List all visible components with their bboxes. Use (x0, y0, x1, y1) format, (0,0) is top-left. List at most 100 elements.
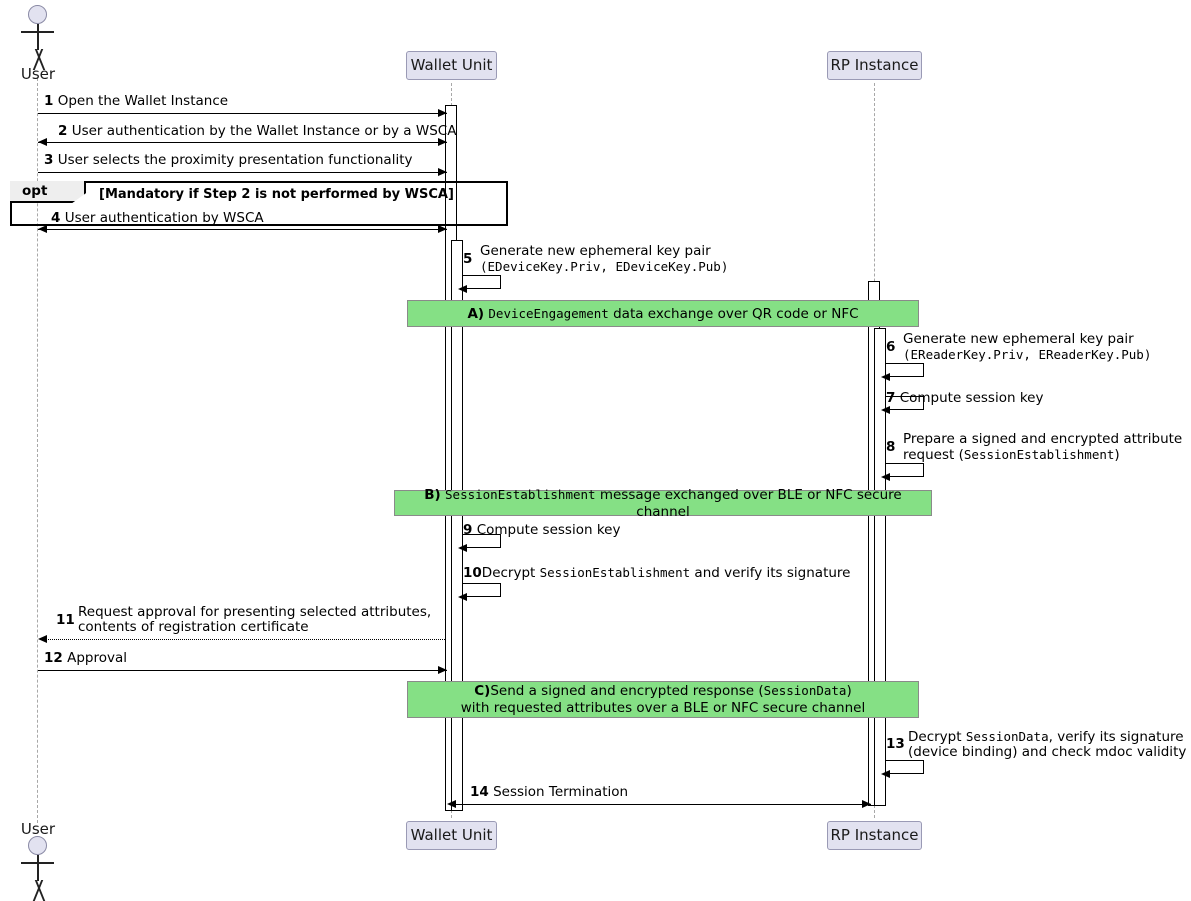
message-13-label: 13 Decrypt SessionData, verify its signa… (886, 729, 1186, 760)
message-8-self-loop (886, 463, 924, 477)
message-2-arrowhead-right (438, 138, 447, 146)
note-c-mono-term: SessionData (763, 683, 847, 698)
activation-rp-inner (874, 328, 886, 806)
message-12-number: 12 (44, 650, 63, 666)
message-5-self-loop (463, 275, 501, 289)
message-12-label: 12 Approval (44, 651, 127, 666)
message-4-label: 4 User authentication by WSCA (51, 211, 264, 226)
message-12-text: Approval (67, 650, 127, 666)
message-13-number: 13 (886, 736, 905, 752)
message-5-arrowhead (458, 285, 467, 293)
message-9-number: 9 (463, 522, 473, 538)
message-6-number: 6 (886, 339, 896, 355)
message-14-label: 14 Session Termination (470, 785, 628, 800)
message-7-number: 7 (886, 390, 896, 406)
message-1-label: 1 Open the Wallet Instance (44, 94, 228, 109)
message-3-number: 3 (44, 152, 54, 168)
actor-head-icon (28, 836, 47, 855)
message-3-label: 3 User selects the proximity presentatio… (44, 153, 412, 168)
participant-rp-top[interactable]: RP Instance (827, 51, 922, 80)
message-2-label: 2 User authentication by the Wallet Inst… (58, 124, 456, 139)
message-8-text-line1: Prepare a signed and encrypted attribute (903, 431, 1183, 447)
actor-label-user-bottom: User (20, 820, 56, 838)
message-8-text-line2b: ) (1114, 447, 1120, 463)
message-6-text-line2: (EReaderKey.Priv, EReaderKey.Pub) (903, 347, 1152, 362)
message-14-arrowhead-left (447, 800, 456, 808)
note-a-marker: A) (467, 305, 485, 322)
message-13-text-line2: (device binding) and check mdoc validity (908, 744, 1187, 760)
message-13-mono-term: SessionData (965, 729, 1049, 744)
actor-label-user-top: User (20, 65, 56, 83)
actor-body-icon (37, 24, 39, 50)
message-2-text: User authentication by the Wallet Instan… (71, 123, 457, 139)
message-14-text: Session Termination (493, 784, 629, 800)
message-4-number: 4 (51, 210, 61, 226)
message-3-arrowhead (438, 168, 447, 176)
note-b-session-establishment: B) SessionEstablishment message exchange… (394, 486, 932, 520)
note-b-mono-term: SessionEstablishment (445, 486, 596, 502)
note-b-rest: message exchanged over BLE or NFC secure… (595, 486, 902, 520)
message-2-arrowhead-left (38, 138, 47, 146)
note-c-line1-b: ) (846, 683, 852, 699)
fragment-opt (10, 181, 508, 226)
message-1-arrowhead (438, 109, 447, 117)
participant-label-wallet-bottom: Wallet Unit (410, 826, 493, 844)
participant-rp-bottom[interactable]: RP Instance (827, 821, 922, 850)
message-9-arrowhead (458, 544, 467, 552)
note-a-rest: data exchange over QR code or NFC (608, 305, 859, 322)
message-5-number: 5 (463, 251, 473, 267)
message-10-mono-term: SessionEstablishment (539, 565, 691, 580)
message-5-label: 5 Generate new ephemeral key pair (EDevi… (463, 243, 729, 275)
message-4-text: User authentication by WSCA (64, 210, 264, 226)
note-a-mono-term: DeviceEngagement (488, 305, 609, 321)
message-7-self-loop (886, 396, 924, 410)
message-14-arrowhead-right (862, 800, 871, 808)
note-c-line2: with requested attributes over a BLE or … (460, 700, 866, 716)
message-13-text-a: Decrypt (908, 729, 966, 745)
fragment-opt-kind: opt (22, 183, 48, 199)
note-c-marker: C) (474, 683, 491, 699)
message-1-number: 1 (44, 93, 54, 109)
message-10-text-b: and verify its signature (690, 565, 851, 581)
message-1-line (38, 113, 447, 114)
message-4-arrowhead-right (438, 225, 447, 233)
message-5-text-line2: (EDeviceKey.Priv, EDeviceKey.Pub) (480, 259, 729, 274)
message-10-number: 10 (463, 565, 482, 581)
message-11-label: 11 Request approval for presenting selec… (56, 605, 431, 635)
message-11-line (44, 639, 445, 640)
message-6-text-line1: Generate new ephemeral key pair (903, 331, 1134, 347)
note-a-device-engagement: A) DeviceEngagement data exchange over Q… (407, 300, 919, 327)
actor-arms-icon (21, 862, 54, 864)
message-8-number: 8 (886, 439, 896, 455)
participant-wallet-top[interactable]: Wallet Unit (406, 51, 497, 80)
note-c-line1-a: Send a signed and encrypted response ( (490, 683, 764, 699)
message-6-self-loop (886, 363, 924, 377)
message-7-label: 7 Compute session key (886, 391, 1043, 406)
message-7-text: Compute session key (899, 390, 1044, 406)
message-14-number: 14 (470, 784, 489, 800)
activation-wallet-inner (451, 240, 463, 811)
message-10-arrowhead (458, 593, 467, 601)
message-5-text-line1: Generate new ephemeral key pair (480, 243, 711, 259)
message-11-number: 11 (56, 612, 75, 628)
message-9-text: Compute session key (476, 522, 621, 538)
actor-body-icon (37, 855, 39, 881)
fragment-opt-condition: [Mandatory if Step 2 is not performed by… (99, 187, 454, 202)
message-1-text: Open the Wallet Instance (57, 93, 229, 109)
message-10-self-loop (463, 583, 501, 597)
actor-head-icon (28, 5, 47, 24)
participant-wallet-bottom[interactable]: Wallet Unit (406, 821, 497, 850)
message-10-text-a: Decrypt (481, 565, 540, 581)
message-4-line (38, 229, 447, 230)
message-13-self-loop (886, 760, 924, 774)
message-4-arrowhead-left (38, 225, 47, 233)
message-2-line (38, 142, 447, 143)
message-9-self-loop (463, 534, 501, 548)
message-6-label: 6 Generate new ephemeral key pair (ERead… (886, 331, 1152, 363)
lifeline-user (37, 78, 38, 823)
participant-label-wallet-top: Wallet Unit (410, 56, 493, 74)
message-13-arrowhead (881, 770, 890, 778)
message-12-arrowhead (438, 666, 447, 674)
message-7-arrowhead (881, 406, 890, 414)
